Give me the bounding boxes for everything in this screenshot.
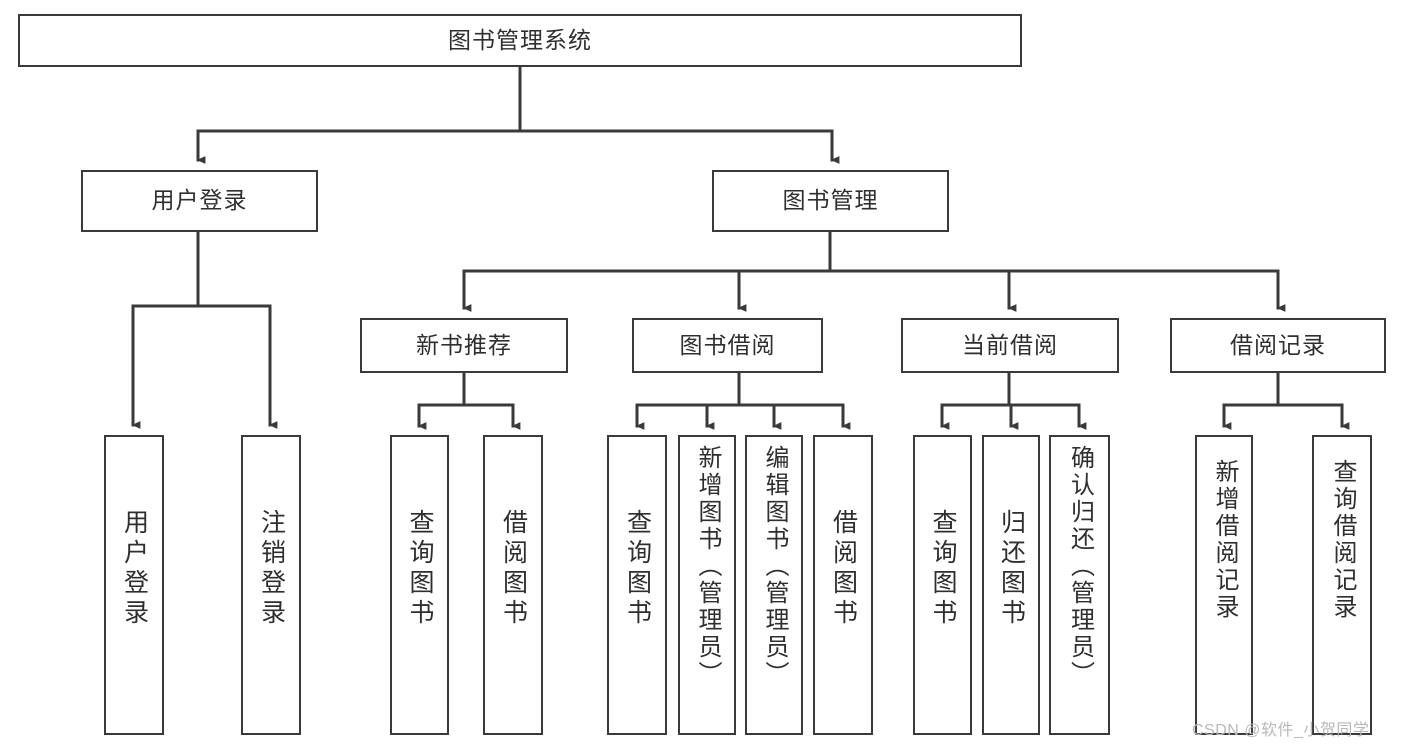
node-leaf-borrow-book-2[interactable]: 借阅图书 <box>813 435 873 735</box>
node-leaf-query-book-3[interactable]: 查询图书 <box>913 435 972 735</box>
node-leaf-return-book-label: 归还图书 <box>997 509 1026 629</box>
node-leaf-query-book-1[interactable]: 查询图书 <box>390 435 449 735</box>
node-root-label: 图书管理系统 <box>448 26 592 53</box>
csdn-watermark: CSDN @软件_小贺同学 <box>1192 722 1370 739</box>
node-borrow-record[interactable]: 借阅记录 <box>1170 318 1386 373</box>
node-leaf-confirm-return-label: 确认归还（管理员） <box>1066 445 1094 688</box>
node-leaf-query-record[interactable]: 查询借阅记录 <box>1312 435 1372 735</box>
node-user-login[interactable]: 用户登录 <box>81 170 318 232</box>
node-new-book-recommend[interactable]: 新书推荐 <box>360 318 568 373</box>
node-leaf-user-login[interactable]: 用户登录 <box>104 435 164 735</box>
node-leaf-add-record-label: 新增借阅记录 <box>1211 459 1238 621</box>
node-book-manage[interactable]: 图书管理 <box>712 170 949 232</box>
node-book-borrow[interactable]: 图书借阅 <box>632 318 823 373</box>
node-book-borrow-label: 图书借阅 <box>679 331 776 358</box>
node-leaf-query-book-2-label: 查询图书 <box>623 509 652 629</box>
node-leaf-user-login-label: 用户登录 <box>120 509 149 629</box>
node-leaf-edit-book[interactable]: 编辑图书（管理员） <box>745 435 803 735</box>
node-leaf-user-logout[interactable]: 注销登录 <box>241 435 301 735</box>
node-leaf-query-book-3-label: 查询图书 <box>929 509 957 629</box>
node-leaf-query-book-1-label: 查询图书 <box>406 509 434 629</box>
node-leaf-borrow-book-1-label: 借阅图书 <box>499 509 528 629</box>
node-book-manage-label: 图书管理 <box>782 187 879 214</box>
node-leaf-borrow-book-2-label: 借阅图书 <box>829 509 858 629</box>
node-leaf-return-book[interactable]: 归还图书 <box>982 435 1040 735</box>
node-leaf-query-book-2[interactable]: 查询图书 <box>607 435 667 735</box>
node-leaf-query-record-label: 查询借阅记录 <box>1329 459 1356 621</box>
node-user-login-label: 用户登录 <box>151 187 248 214</box>
node-current-borrow[interactable]: 当前借阅 <box>901 318 1119 373</box>
node-leaf-edit-book-label: 编辑图书（管理员） <box>761 445 788 688</box>
node-current-borrow-label: 当前借阅 <box>962 331 1058 358</box>
node-new-book-recommend-label: 新书推荐 <box>416 331 512 358</box>
node-leaf-add-book[interactable]: 新增图书（管理员） <box>678 435 736 735</box>
node-leaf-user-logout-label: 注销登录 <box>257 509 286 629</box>
node-root[interactable]: 图书管理系统 <box>18 14 1022 67</box>
node-borrow-record-label: 借阅记录 <box>1230 331 1326 358</box>
node-leaf-confirm-return[interactable]: 确认归还（管理员） <box>1049 435 1110 735</box>
node-leaf-add-book-label: 新增图书（管理员） <box>694 445 721 688</box>
node-leaf-borrow-book-1[interactable]: 借阅图书 <box>483 435 543 735</box>
node-leaf-add-record[interactable]: 新增借阅记录 <box>1195 435 1253 735</box>
